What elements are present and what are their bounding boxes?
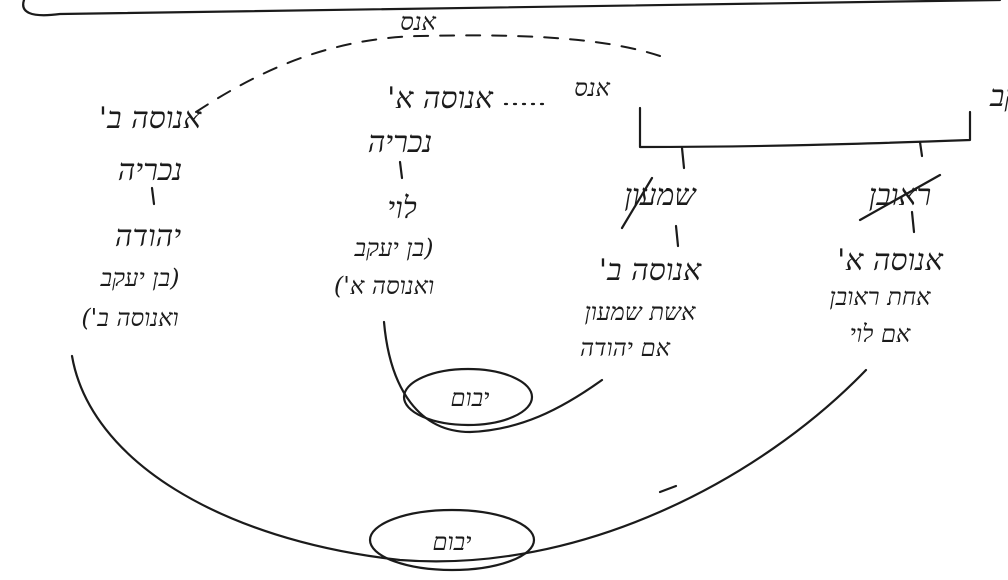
middle-left-connector bbox=[398, 160, 404, 180]
stray-mark bbox=[658, 484, 678, 494]
left-parentage-2: ואנוסה ב') bbox=[81, 304, 178, 332]
left-woman-2: נכריה bbox=[118, 153, 183, 188]
right-relation-2: אם לוי bbox=[850, 320, 911, 348]
inner-yibum-ellipse bbox=[402, 367, 534, 427]
right-son-strikeout bbox=[858, 173, 942, 222]
left-son-label: יהודה bbox=[115, 219, 181, 254]
outer-yibum-curve bbox=[70, 354, 868, 563]
couple-label: אשת יעקב - יעקב bbox=[989, 79, 1008, 114]
left-connector bbox=[150, 186, 156, 206]
inner-yibum-curve bbox=[382, 320, 604, 434]
middle-left-parentage-2: ואנוסה א') bbox=[334, 272, 434, 300]
outer-yibum-label: יבום bbox=[433, 528, 472, 556]
middle-right-column: שמעון אנוסה ב' אשת שמעון אם יהודה bbox=[580, 176, 702, 362]
marriage-label: אנס bbox=[574, 74, 610, 102]
connector-to-reuven bbox=[918, 140, 924, 158]
middle-right-connector bbox=[674, 224, 680, 248]
middle-left-son-label: לוי bbox=[387, 191, 417, 226]
right-connector bbox=[910, 210, 916, 234]
right-woman-label: אנוסה א' bbox=[837, 243, 944, 278]
middle-right-son-strikeout bbox=[620, 176, 654, 230]
middle-left-column: אנוסה א' נכריה לוי (בן יעקב ואנוסה א') bbox=[334, 81, 494, 300]
left-woman-1: אנוסה ב' bbox=[99, 101, 202, 136]
right-son-label: ראובן bbox=[869, 178, 932, 213]
outer-yibum-ellipse bbox=[368, 508, 536, 572]
left-column: אנוסה ב' נכריה יהודה (בן יעקב ואנוסה ב') bbox=[81, 101, 202, 332]
middle-left-woman-1: אנוסה א' bbox=[387, 81, 494, 116]
right-relation-1: אחת ראובן bbox=[830, 283, 931, 311]
dashed-relation-arc bbox=[195, 34, 661, 113]
inner-yibum-label: יבום bbox=[451, 384, 490, 412]
middle-left-woman-2: נכריה bbox=[368, 125, 433, 160]
right-column: ראובן אנוסה א' אחת ראובן אם לוי bbox=[830, 173, 944, 348]
left-parentage-1: (בן יעקב bbox=[100, 264, 180, 292]
middle-right-son-label: שמעון bbox=[624, 178, 697, 213]
connector-to-shimon bbox=[680, 146, 686, 170]
middle-right-relation-1: אשת שמעון bbox=[585, 298, 696, 326]
top-outer-curve bbox=[22, 0, 1002, 17]
top-label: אנס bbox=[400, 8, 436, 36]
couple-bracket bbox=[638, 106, 972, 149]
middle-right-relation-2: אם יהודה bbox=[580, 334, 671, 362]
middle-right-woman-label: אנוסה ב' bbox=[599, 253, 702, 288]
middle-left-parentage-1: (בן יעקב bbox=[354, 234, 434, 262]
